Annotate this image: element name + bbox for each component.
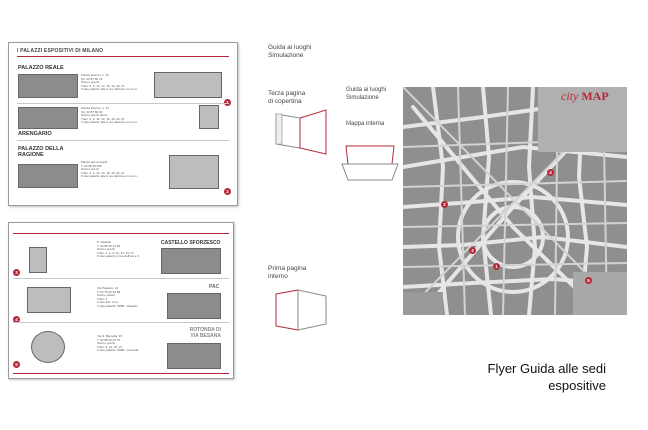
- rotonda-photo: [167, 343, 221, 369]
- divider: [17, 103, 229, 104]
- palazzo-ragione-sketch: [169, 155, 219, 189]
- rotonda-sketch: [31, 331, 65, 363]
- venue-number-badge: 5: [13, 361, 20, 368]
- venue-number-badge: 2: [224, 188, 231, 195]
- inner-fold-diagram: [275, 289, 327, 331]
- venue-info: Piazza dei mercanti T. 02 88 45 666 Orar…: [81, 160, 138, 179]
- castello-photo: [161, 248, 221, 274]
- caption-line-2: espositive: [548, 378, 606, 393]
- map-fold-diagram: [341, 145, 399, 181]
- map-marker: 1: [493, 263, 500, 270]
- cover-fold-diagram: [275, 109, 327, 155]
- street-network: [403, 87, 627, 315]
- divider: [13, 322, 229, 323]
- header-rule: [17, 56, 229, 57]
- venue-info: Via S. Barnaba, 15 T. 02 88 46 02 72 Ora…: [97, 334, 139, 353]
- venue-name: CASTELLO SFORZESCO: [161, 240, 221, 246]
- city-map: city MAP 1 2 3 4 5: [403, 87, 627, 315]
- map-title-main: MAP: [581, 89, 609, 103]
- castello-sketch: [29, 247, 47, 273]
- venue-info: Via Palestro, 14 T. 02 76 00 94 85 Orari…: [97, 286, 139, 308]
- arengario-sketch: [199, 105, 219, 129]
- venue-info: Piazza Duomo, n. 12 Tel. 02 87 56 72 Ora…: [81, 73, 138, 92]
- venue-info: Piazza Duomo, n. 14 Tel. 02 87 66 34 Ora…: [81, 106, 138, 125]
- guide-simulation-label-2: Guida ai luoghi Simulazione: [346, 87, 387, 101]
- map-marker: 4: [547, 169, 554, 176]
- map-marker: 2: [441, 201, 448, 208]
- venue-name: ROTONDA DI VIA BESANA: [189, 327, 221, 339]
- header-rule: [13, 233, 229, 234]
- map-marker: 3: [469, 247, 476, 254]
- venue-name: ARENGARIO: [18, 131, 52, 137]
- footer-rule: [13, 373, 229, 374]
- palazzo-reale-photo: [18, 74, 78, 98]
- map-title: city MAP: [561, 89, 609, 104]
- venue-number-badge: 3: [13, 269, 20, 276]
- venue-name: PAC: [209, 284, 220, 290]
- divider: [17, 140, 229, 141]
- map-title-prefix: city: [561, 89, 579, 103]
- guide-simulation-label: Guida ai luoghi Simulazione: [268, 44, 312, 59]
- venue-name: PALAZZO DELLA RAGIONE: [18, 146, 64, 158]
- palazzo-ragione-photo: [18, 164, 78, 188]
- map-marker: 5: [585, 277, 592, 284]
- third-cover-page-label: Terza pagina di copertina: [268, 90, 306, 105]
- venue-info: P. Castello T. 02 88 46 37 00 Orari e pr…: [97, 240, 140, 259]
- pac-photo: [167, 293, 221, 319]
- internal-map-label: Mappa interna: [346, 121, 385, 127]
- top-flyer-page: I PALAZZI ESPOSITIVI DI MILANO PALAZZO R…: [8, 42, 238, 206]
- venue-name: PALAZZO REALE: [18, 65, 64, 71]
- caption-line-1: Flyer Guida alle sedi: [487, 361, 607, 376]
- inner-first-page-label: Prima pagina interno: [268, 265, 307, 280]
- venue-number-badge: 1: [224, 99, 231, 106]
- arengario-photo: [18, 107, 78, 129]
- bottom-flyer-page: 3 P. Castello T. 02 88 46 37 00 Orari e …: [8, 222, 234, 379]
- caption: Flyer Guida alle sedi espositive: [430, 360, 607, 394]
- top-flyer-header: I PALAZZI ESPOSITIVI DI MILANO: [17, 48, 104, 54]
- divider: [13, 278, 229, 279]
- pac-sketch: [27, 287, 71, 313]
- venue-number-badge: 4: [13, 316, 20, 323]
- palazzo-reale-sketch: [154, 72, 222, 98]
